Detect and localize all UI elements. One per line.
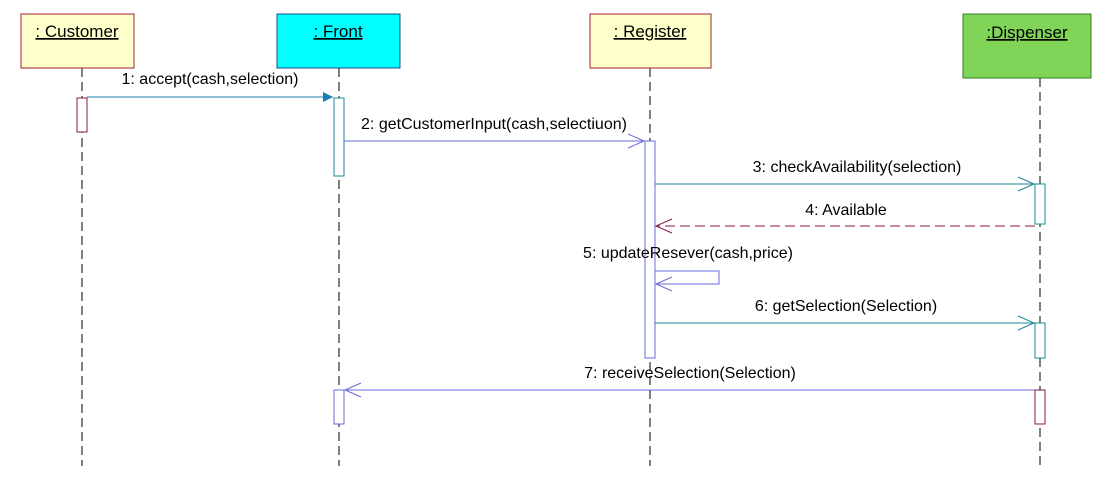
message-3: 3: checkAvailability(selection) [655,159,1036,192]
message-7-label: 7: receiveSelection(Selection) [584,365,796,382]
object-front-label: : Front [313,22,362,41]
message-7-arrowhead [343,382,362,398]
activation-dispenser-1 [1034,183,1046,225]
message-3-arrowhead [1017,176,1036,192]
object-dispenser: :Dispenser [962,13,1092,79]
object-customer-box [20,13,135,69]
message-7: 7: receiveSelection(Selection) [343,365,1035,398]
object-customer: : Customer [20,13,135,69]
message-2: 2: getCustomerInput(cash,selectiuon) [344,116,646,149]
activation-front-1 [333,97,345,177]
message-4: 4: Available [654,202,1035,234]
message-2-arrowhead [627,133,646,149]
message-5-arrowhead [654,276,673,292]
message-4-arrowhead [654,218,673,234]
message-5-label: 5: updateResever(cash,price) [583,245,793,262]
message-1-label: 1: accept(cash,selection) [122,71,299,88]
object-front: : Front [276,13,401,69]
object-customer-label: : Customer [35,22,118,41]
object-register-label: : Register [614,22,687,41]
object-dispenser-box [962,13,1092,79]
message-5-line [655,270,720,285]
object-front-box [276,13,401,69]
message-6-label: 6: getSelection(Selection) [755,298,937,315]
activation-register [644,140,656,359]
message-2-label: 2: getCustomerInput(cash,selectiuon) [361,116,627,133]
activations [76,97,1046,425]
activation-customer [76,97,88,133]
activation-dispenser-3 [1034,389,1046,425]
activation-dispenser-2 [1034,322,1046,359]
object-register-box [589,13,712,69]
object-dispenser-label: :Dispenser [986,23,1068,42]
message-5: 5: updateResever(cash,price) [583,245,793,292]
message-3-label: 3: checkAvailability(selection) [753,159,962,176]
message-4-label: 4: Available [805,202,887,219]
message-1: 1: accept(cash,selection) [87,71,333,102]
activation-front-2 [333,389,345,425]
message-6-arrowhead [1017,315,1036,331]
object-register: : Register [589,13,712,69]
message-6: 6: getSelection(Selection) [655,298,1036,331]
